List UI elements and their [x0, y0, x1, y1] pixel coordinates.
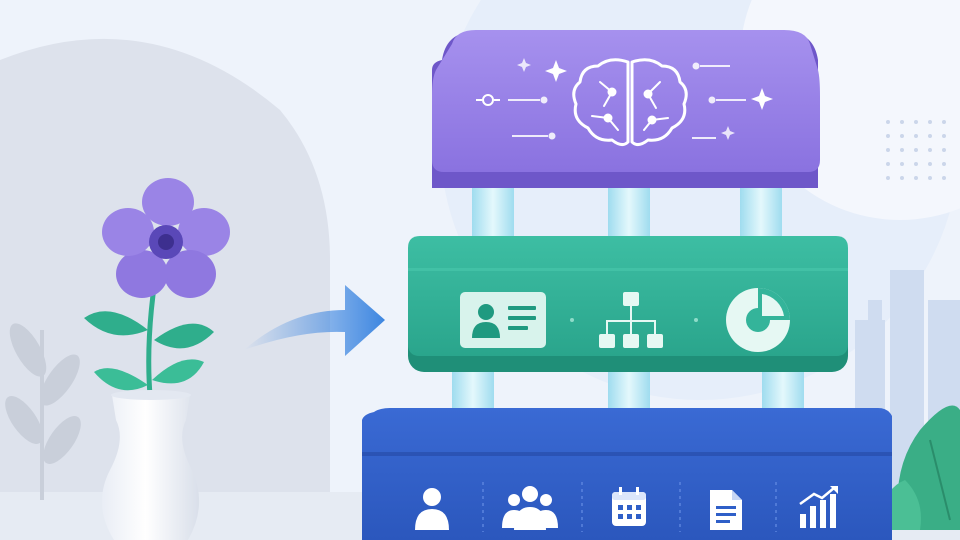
- flower-head: [102, 178, 230, 298]
- sparkle-icon: [517, 58, 773, 140]
- vase: [101, 395, 200, 540]
- bar-chart-icon: [799, 486, 838, 528]
- background-arch: [0, 38, 330, 540]
- calendar-icon: [612, 487, 646, 526]
- pie-chart-icon: [726, 288, 790, 352]
- leaf-left-lower: [94, 368, 148, 391]
- id-card-icon: [460, 292, 546, 348]
- document-icon: [710, 490, 742, 530]
- flower-vase: [84, 178, 230, 540]
- middle-layer-dividers: [570, 318, 698, 322]
- group-icon: [502, 486, 558, 530]
- arrow-right-icon: [508, 62, 746, 140]
- flow-arrow: [244, 285, 385, 356]
- dot-grid: [886, 120, 946, 180]
- leaf-right-lower: [152, 359, 204, 384]
- middle-layer: [408, 236, 848, 372]
- org-chart-icon: [599, 292, 663, 348]
- brain-icon: [572, 58, 688, 147]
- bottom-layer-dividers: [482, 482, 777, 532]
- leaf-left-upper: [84, 311, 148, 336]
- leaf-right-upper: [154, 323, 214, 349]
- background-plant: [5, 323, 81, 500]
- bottom-layer: [362, 408, 892, 540]
- user-icon: [415, 488, 449, 530]
- top-layer: [432, 30, 820, 188]
- node-icon: [476, 94, 500, 106]
